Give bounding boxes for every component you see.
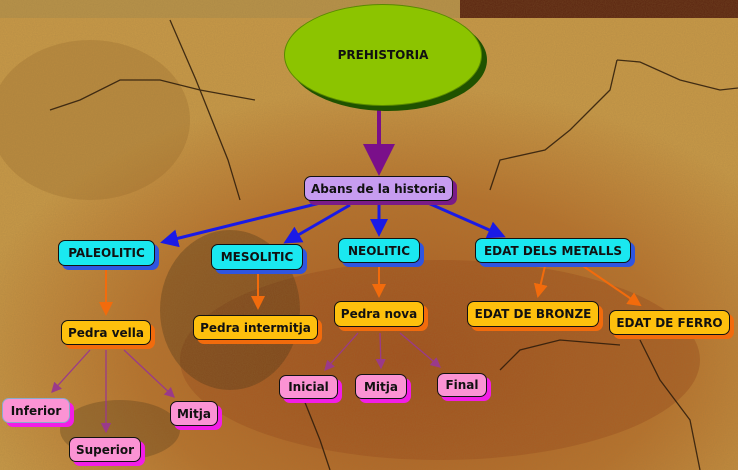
phase-label: Inferior (10, 403, 62, 418)
phase-label: Mitja (363, 379, 398, 394)
title-label: PREHISTORIA (337, 48, 429, 62)
root-label: Abans de la historia (310, 181, 447, 196)
phase-node-inicial[interactable]: Inicial (279, 375, 338, 399)
phase-node-final[interactable]: Final (437, 373, 487, 397)
period-label: MESOLITIC (220, 250, 294, 264)
phase-node-superior[interactable]: Superior (69, 437, 141, 462)
phase-node-inferior[interactable]: Inferior (2, 398, 70, 423)
subperiod-node-pedra-nova[interactable]: Pedra nova (334, 301, 424, 327)
period-node-paleolitic[interactable]: PALEOLITIC (58, 240, 155, 266)
phase-label: Superior (75, 442, 135, 457)
subperiod-label: EDAT DE FERRO (616, 315, 723, 330)
root-node[interactable]: Abans de la historia (304, 176, 453, 201)
period-label: EDAT DELS METALLS (483, 243, 623, 258)
subperiod-label: Pedra vella (67, 325, 144, 340)
phase-label: Final (445, 378, 479, 392)
subperiod-node-pedra-vella[interactable]: Pedra vella (61, 320, 151, 345)
title-node-prehistoria[interactable]: PREHISTORIA (284, 4, 482, 106)
period-node-mesolitic[interactable]: MESOLITIC (211, 244, 303, 270)
period-label: PALEOLITIC (68, 246, 145, 260)
subperiod-node-pedra-intermitja[interactable]: Pedra intermitja (193, 315, 318, 340)
phase-label: Mitja (176, 406, 211, 421)
subperiod-node-edat-de-ferro[interactable]: EDAT DE FERRO (609, 310, 730, 335)
subperiod-node-edat-de-bronze[interactable]: EDAT DE BRONZE (467, 301, 599, 327)
period-node-neolitic[interactable]: NEOLITIC (338, 238, 420, 263)
subperiod-label: Pedra intermitja (200, 320, 311, 335)
subperiod-label: EDAT DE BRONZE (474, 307, 592, 321)
phase-node-paleolitic-mitja[interactable]: Mitja (170, 401, 218, 426)
period-node-edat-dels-metalls[interactable]: EDAT DELS METALLS (475, 238, 631, 263)
subperiod-label: Pedra nova (340, 307, 418, 321)
period-label: NEOLITIC (347, 243, 410, 258)
phase-node-neolitic-mitja[interactable]: Mitja (355, 374, 407, 399)
phase-label: Inicial (288, 380, 329, 394)
